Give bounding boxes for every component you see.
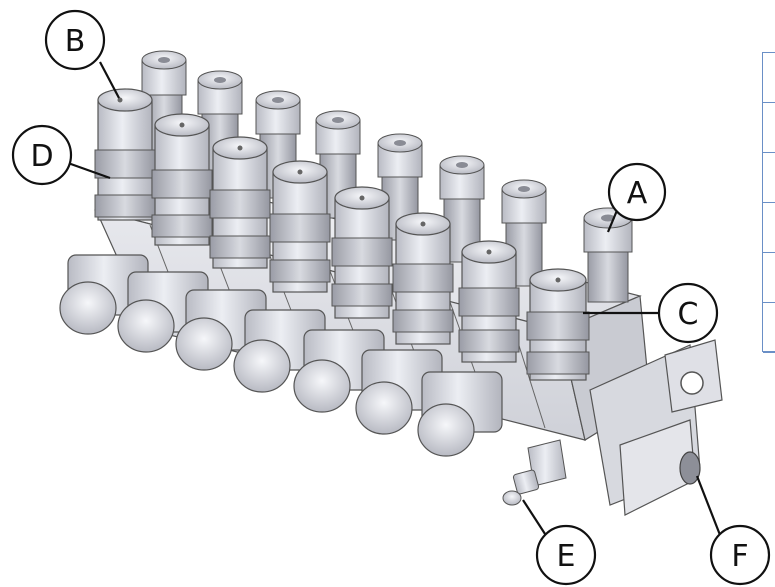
callout-c: C: [657, 282, 719, 344]
callout-f: F: [709, 524, 771, 586]
rear-fitting: [583, 207, 633, 303]
metering-unit: [331, 186, 393, 319]
table-row: [763, 103, 775, 153]
metering-unit: [269, 160, 331, 293]
metering-unit: [209, 136, 271, 269]
table-row: [763, 253, 775, 303]
table-row: [763, 303, 775, 353]
callout-b: B: [44, 9, 106, 71]
table-row: [763, 53, 775, 103]
callout-b-label: B: [65, 24, 86, 59]
metering-unit: [151, 113, 213, 246]
leader-lines: [67, 61, 722, 538]
leader-line-e: [522, 499, 548, 538]
table-row: [763, 153, 775, 203]
callout-d-label: D: [30, 139, 53, 174]
callout-a: A: [607, 162, 667, 222]
metering-unit: [526, 268, 590, 381]
table-row: [763, 203, 775, 253]
callout-c-label: C: [678, 297, 699, 332]
front-plugs: [59, 254, 503, 457]
front-plug: [417, 371, 503, 457]
grease-nipple: [502, 439, 567, 506]
callout-e: E: [535, 524, 597, 586]
side-table-edge: [762, 52, 775, 353]
outlet-port: [679, 451, 701, 485]
callout-e-label: E: [557, 539, 576, 574]
leader-line-b: [99, 61, 120, 99]
callout-a-label: A: [627, 176, 648, 211]
front-plug: [355, 349, 443, 435]
mounting-bracket: [589, 339, 723, 516]
callout-d: D: [11, 124, 73, 186]
rear-fitting: [501, 179, 547, 287]
mounting-hole: [680, 371, 704, 395]
metering-units: [94, 88, 590, 381]
metering-unit: [458, 240, 520, 363]
callout-f-label: F: [731, 539, 748, 574]
leader-line-d: [67, 161, 111, 180]
leader-line-f: [695, 475, 722, 536]
metering-unit: [94, 88, 156, 221]
metering-unit: [392, 212, 454, 345]
